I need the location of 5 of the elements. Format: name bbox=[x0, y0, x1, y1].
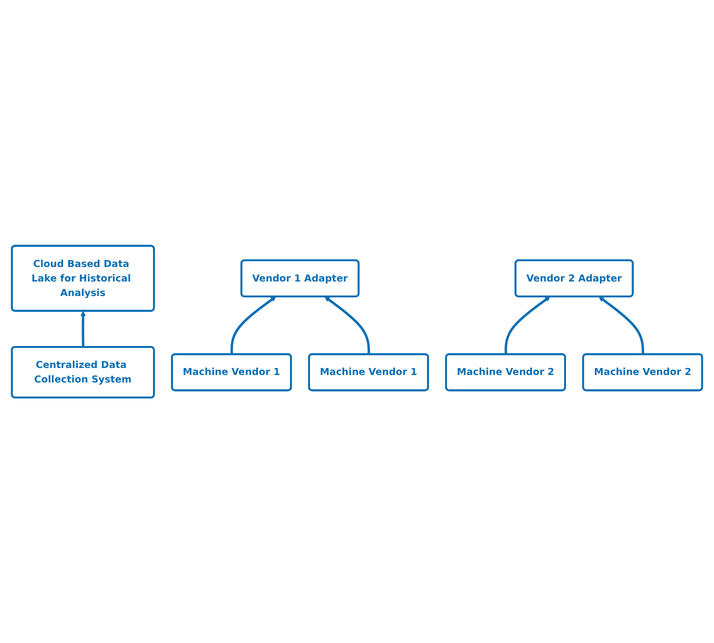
arrow bbox=[598, 296, 644, 354]
arrow bbox=[324, 296, 370, 354]
arrow bbox=[230, 296, 276, 354]
arrow bbox=[80, 310, 86, 348]
arrow bbox=[504, 296, 550, 354]
